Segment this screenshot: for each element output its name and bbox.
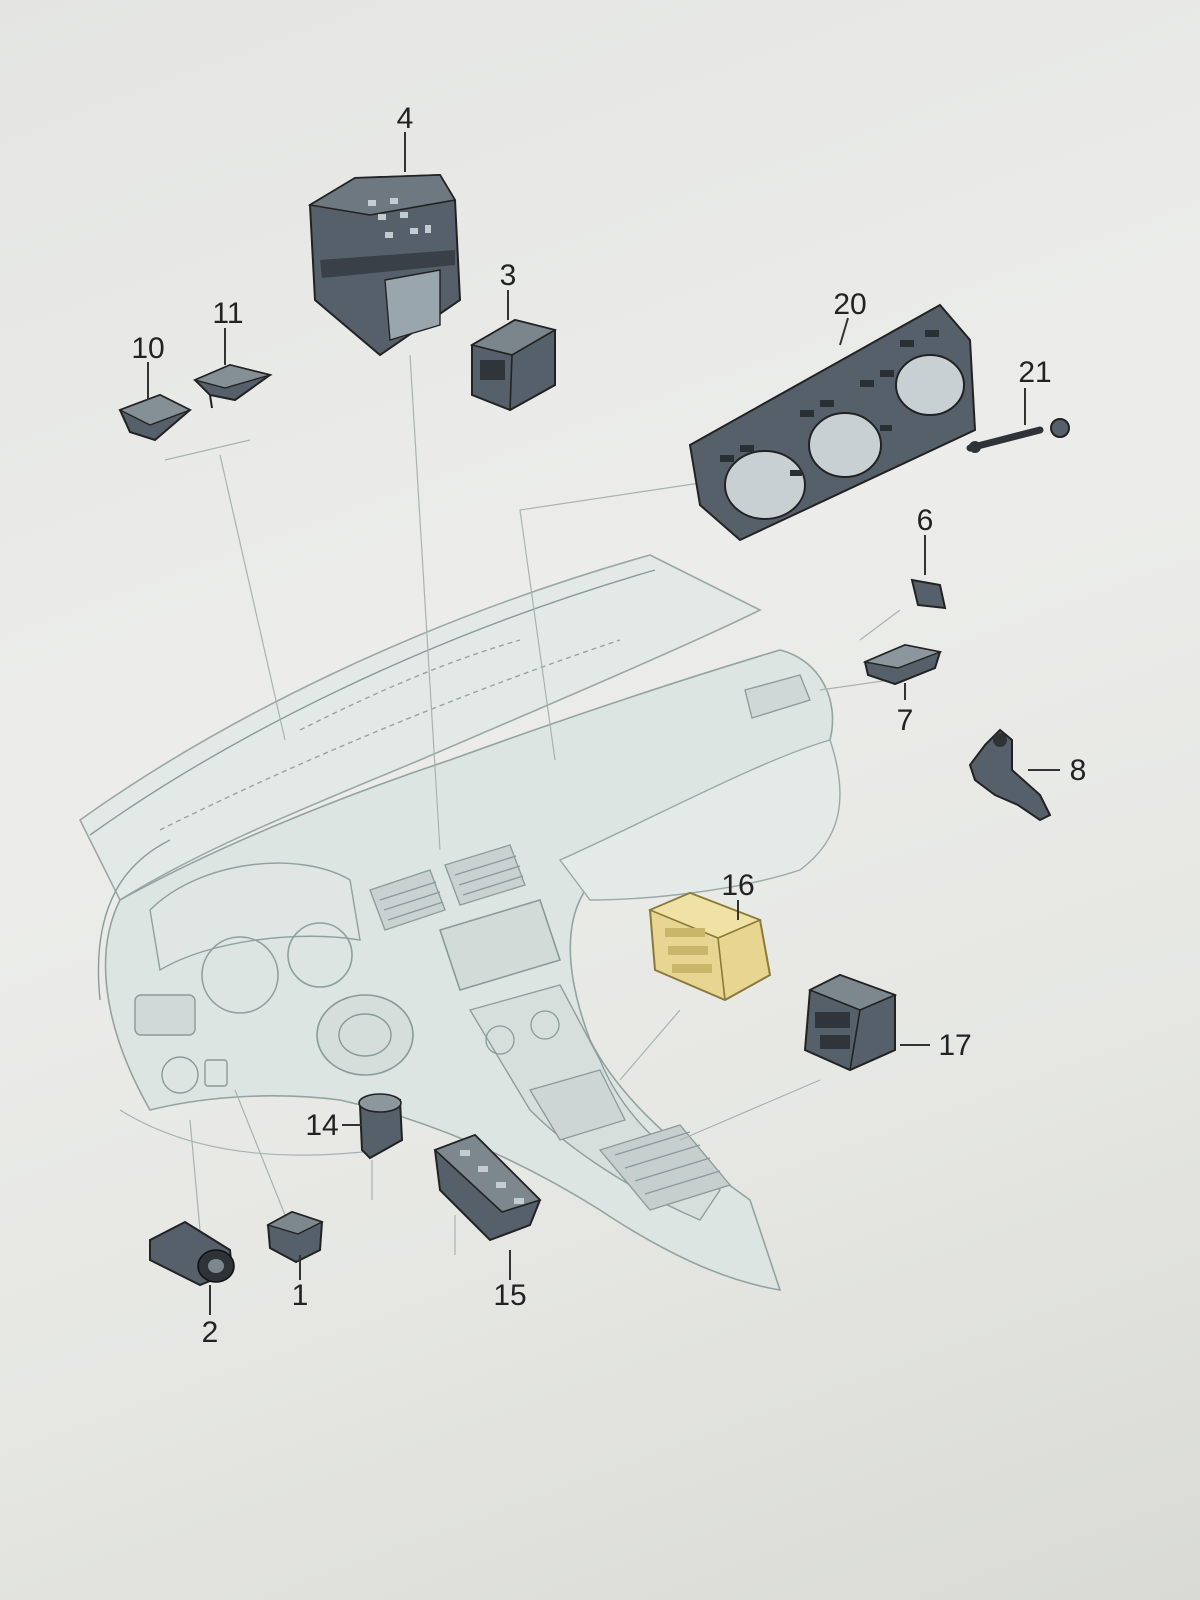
part-20-climate-panel: [688, 303, 977, 542]
callout-17: 17: [938, 1029, 971, 1062]
part-7-switch: [862, 643, 943, 686]
callout-labels: 4 3 10 11 20 21 6 7 8 16 17 14 15 1 2: [131, 102, 1086, 1349]
callout-leaders: [147, 132, 1060, 1315]
part-16-switch-block: [647, 891, 772, 1002]
callout-20: 20: [833, 288, 866, 321]
part-6-button: [910, 578, 947, 610]
callout-15: 15: [493, 1279, 526, 1312]
part-4-centre-panel: [307, 173, 462, 357]
dashboard-outline: [78, 554, 841, 1292]
callout-16: 16: [721, 869, 754, 902]
part-1-switch: [266, 1210, 324, 1264]
callout-6: 6: [917, 504, 934, 537]
callout-10: 10: [131, 332, 164, 365]
callout-8: 8: [1070, 754, 1087, 787]
part-3-switch: [469, 318, 558, 412]
callout-2: 2: [202, 1316, 219, 1349]
callout-11: 11: [212, 297, 243, 330]
callout-3: 3: [500, 259, 517, 292]
part-11-cover: [192, 363, 273, 409]
callout-1: 1: [292, 1279, 309, 1312]
callout-21: 21: [1018, 356, 1051, 389]
part-14-knob: [358, 1093, 404, 1160]
part-15-switch-cluster: [433, 1133, 542, 1242]
callout-4: 4: [397, 102, 414, 135]
leader-lines: [164, 354, 901, 1255]
callout-14: 14: [305, 1109, 338, 1142]
part-21-socket: [966, 418, 1070, 453]
part-2-light-switch: [149, 1220, 235, 1287]
part-17-switch-module: [803, 973, 898, 1072]
callout-7: 7: [897, 704, 914, 737]
part-8-bracket: [968, 728, 1052, 822]
part-10-cover: [118, 393, 192, 442]
